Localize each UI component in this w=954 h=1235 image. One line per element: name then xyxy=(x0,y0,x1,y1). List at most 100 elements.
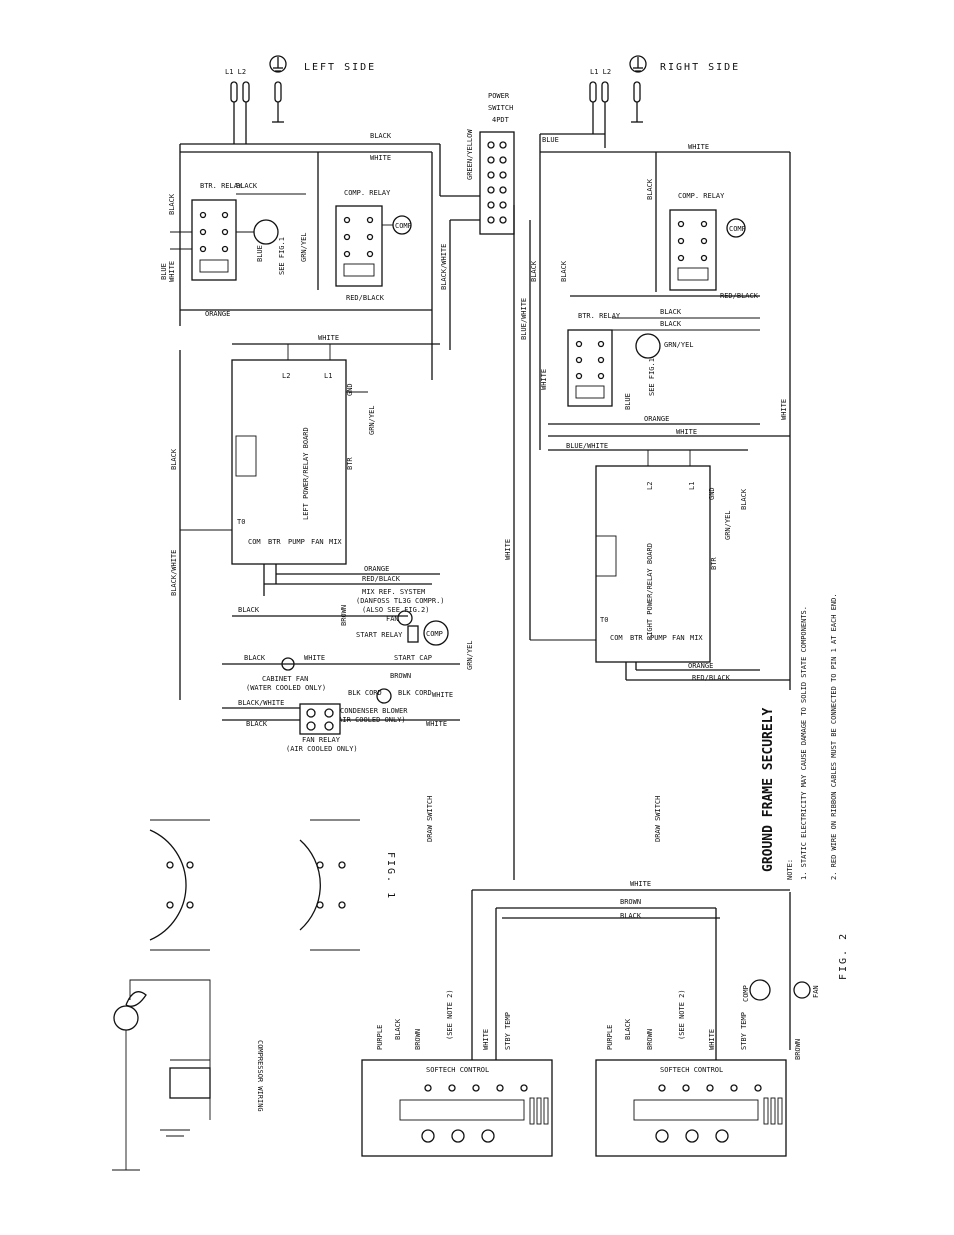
compressor-wiring-label: COMPRESSOR WIRING xyxy=(256,1040,264,1112)
fig-2-brown: BROWN xyxy=(794,1039,802,1060)
left-see-fig-1: SEE FIG.1 xyxy=(278,237,286,275)
bottom-brown-label: BROWN xyxy=(620,898,641,906)
softech-right-white: WHITE xyxy=(708,1029,716,1050)
left-black-white-side: BLACK/WHITE xyxy=(170,550,178,596)
right-black-vertical-1: BLACK xyxy=(530,260,538,282)
right-comp-motor-label: COMP xyxy=(729,225,746,233)
condenser-blower-label: CONDENSER BLOWER xyxy=(340,707,408,715)
left-wiring: BLACK WHITE BLACK WHITE ORANGE WHITE xyxy=(168,132,480,380)
left-board-t0: T0 xyxy=(237,518,245,526)
left-ref-grn-yel: GRN/YEL xyxy=(466,640,474,670)
power-switch-label-3: 4PDT xyxy=(492,116,510,124)
notes-label: NOTE: xyxy=(786,859,794,880)
right-btr-black-2: BLACK xyxy=(660,320,682,328)
left-black-side: BLACK xyxy=(170,448,178,470)
right-btr-grn-yel: GRN/YEL xyxy=(664,341,694,349)
left-board-fan: FAN xyxy=(311,538,324,546)
left-mix-refrigeration: MIX REF. SYSTEM (DANFOSS TL3G COMPR.) (A… xyxy=(232,588,474,670)
condenser-white: WHITE xyxy=(432,691,453,699)
right-comp-relay-label: COMP. RELAY xyxy=(678,192,725,200)
power-switch: POWER SWITCH 4PDT GREEN/YELLOW xyxy=(466,92,515,235)
right-wiring: BLUE WHITE WHITE BLUE/WHITE BLACK BLACK … xyxy=(504,133,791,880)
softech-left-black: BLACK xyxy=(394,1018,402,1040)
ground-frame-title: GROUND FRAME SECURELY xyxy=(761,707,776,872)
condenser-brown: BROWN xyxy=(390,672,411,680)
right-blue-label: BLUE xyxy=(542,136,559,144)
compressor-wiring: COMPRESSOR WIRING xyxy=(112,979,264,1171)
right-power-relay-board: RIGHT POWER/RELAY BOARD L2 L1 GND GRN/YE… xyxy=(530,450,790,682)
right-board-l2: L2 xyxy=(646,482,654,490)
left-white-vertical: WHITE xyxy=(168,261,176,282)
softech-left-purple: PURPLE xyxy=(376,1025,384,1050)
left-board-btr: BTR xyxy=(346,457,354,470)
right-board-label: RIGHT POWER/RELAY BOARD xyxy=(646,543,654,640)
softech-right-purple: PURPLE xyxy=(606,1025,614,1050)
softech-right-stby-temp: STBY TEMP xyxy=(740,1012,748,1050)
right-black-vertical-2: BLACK xyxy=(560,260,568,282)
mix-ref-line-3: (ALSO SEE FIG.2) xyxy=(362,606,429,614)
ground-symbol-left xyxy=(269,55,287,73)
right-board-com: COM xyxy=(610,634,623,642)
right-btr-blue: BLUE xyxy=(624,393,632,410)
right-white-vertical: WHITE xyxy=(780,399,788,420)
cabinet-fan-label: CABINET FAN xyxy=(262,675,308,683)
left-comp-motor-label: COMP xyxy=(395,222,412,230)
fig-2-label: FIG. 2 xyxy=(838,932,849,980)
left-condenser-blower: BROWN BLK CORD BLK CORD WHITE CONDENSER … xyxy=(222,672,460,728)
right-board-fan: FAN xyxy=(672,634,685,642)
fig-1-label: FIG. 1 xyxy=(385,852,396,900)
softech-right-brown: BROWN xyxy=(646,1029,654,1050)
left-btr-relay: BTR. RELAY BLUE xyxy=(160,182,243,281)
bottom-black-label: BLACK xyxy=(620,912,642,920)
right-board-btr: BTR xyxy=(710,557,718,570)
left-board-gnd: GND xyxy=(346,383,354,396)
right-board-mix: MIX xyxy=(690,634,703,642)
left-high-pressure-cutout: BLACK BLACK/WHITE xyxy=(170,350,232,700)
right-btr-relay: BTR. RELAY GRN/YEL SEE FIG.1 BLUE BLACK … xyxy=(540,308,760,410)
left-board-l2: L2 xyxy=(282,372,290,380)
right-btr-black-1: BLACK xyxy=(660,308,682,316)
fig-1-motor-wiring: FIG. 1 xyxy=(149,819,396,951)
left-top-white-label: WHITE xyxy=(370,154,391,162)
left-btr-blue-wire: BLUE xyxy=(160,263,168,280)
left-board-label: LEFT POWER/RELAY BOARD xyxy=(302,427,310,520)
mix-ref-line-1: MIX REF. SYSTEM xyxy=(362,588,425,596)
right-comp-relay: COMP. RELAY COMP BLACK xyxy=(646,178,746,291)
softech-right-black: BLACK xyxy=(624,1018,632,1040)
left-beater-motor: SEE FIG.1 BLUE BLACK xyxy=(236,182,306,275)
power-switch-label-1: POWER xyxy=(488,92,510,100)
softech-left-stby-temp: STBY TEMP xyxy=(504,1012,512,1050)
power-plug-left xyxy=(230,81,284,144)
right-board-btr-term: BTR xyxy=(630,634,643,642)
left-board-mix: MIX xyxy=(329,538,342,546)
power-plug-right xyxy=(589,81,643,148)
left-red-black-wire: RED/BLACK xyxy=(346,294,385,302)
left-comp-relay-label: COMP. RELAY xyxy=(344,189,391,197)
power-switch-ground-wire: GREEN/YELLOW xyxy=(466,129,474,180)
left-board-btr-term: BTR xyxy=(268,538,281,546)
softech-left-label: SOFTECH CONTROL xyxy=(426,1066,489,1074)
condenser-black-white: BLACK/WHITE xyxy=(238,699,284,707)
cabinet-fan-black: BLACK xyxy=(244,654,266,662)
fan-relay-label: FAN RELAY xyxy=(302,736,341,744)
softech-left-brown: BROWN xyxy=(414,1029,422,1050)
note-1: 1. STATIC ELECTRICITY MAY CAUSE DAMAGE T… xyxy=(800,606,808,880)
fan-relay-sub: (AIR COOLED ONLY) xyxy=(286,745,358,753)
right-blue-white-label: BLUE/WHITE xyxy=(566,442,608,450)
fig-2-comp: COMP xyxy=(742,985,750,1002)
softech-right-see-note: (SEE NOTE 2) xyxy=(678,989,686,1040)
header: L1 L2 L1 L2 LEFT SIDE RIGHT SIDE xyxy=(225,62,738,76)
right-white-vertical-long: WHITE xyxy=(504,539,512,560)
left-beater-black-wire: BLACK xyxy=(236,182,258,190)
left-ref-fan-label: FAN xyxy=(386,615,399,623)
softech-left-see-note: (SEE NOTE 2) xyxy=(446,989,454,1040)
left-ref-comp-label: COMP xyxy=(426,630,443,638)
right-board-orange: ORANGE xyxy=(688,662,713,670)
right-board-grn-yel: GRN/YEL xyxy=(724,510,732,540)
left-cabinet-fan: BLACK WHITE CABINET FAN (WATER COOLED ON… xyxy=(222,654,460,692)
condenser-white-lower: WHITE xyxy=(426,720,447,728)
ground-symbol-right xyxy=(629,55,647,73)
condenser-blk-cord-left: BLK CORD xyxy=(348,689,382,697)
power-switch-label-2: SWITCH xyxy=(488,104,513,112)
fan-relay: FAN RELAY (AIR COOLED ONLY) xyxy=(286,703,358,753)
